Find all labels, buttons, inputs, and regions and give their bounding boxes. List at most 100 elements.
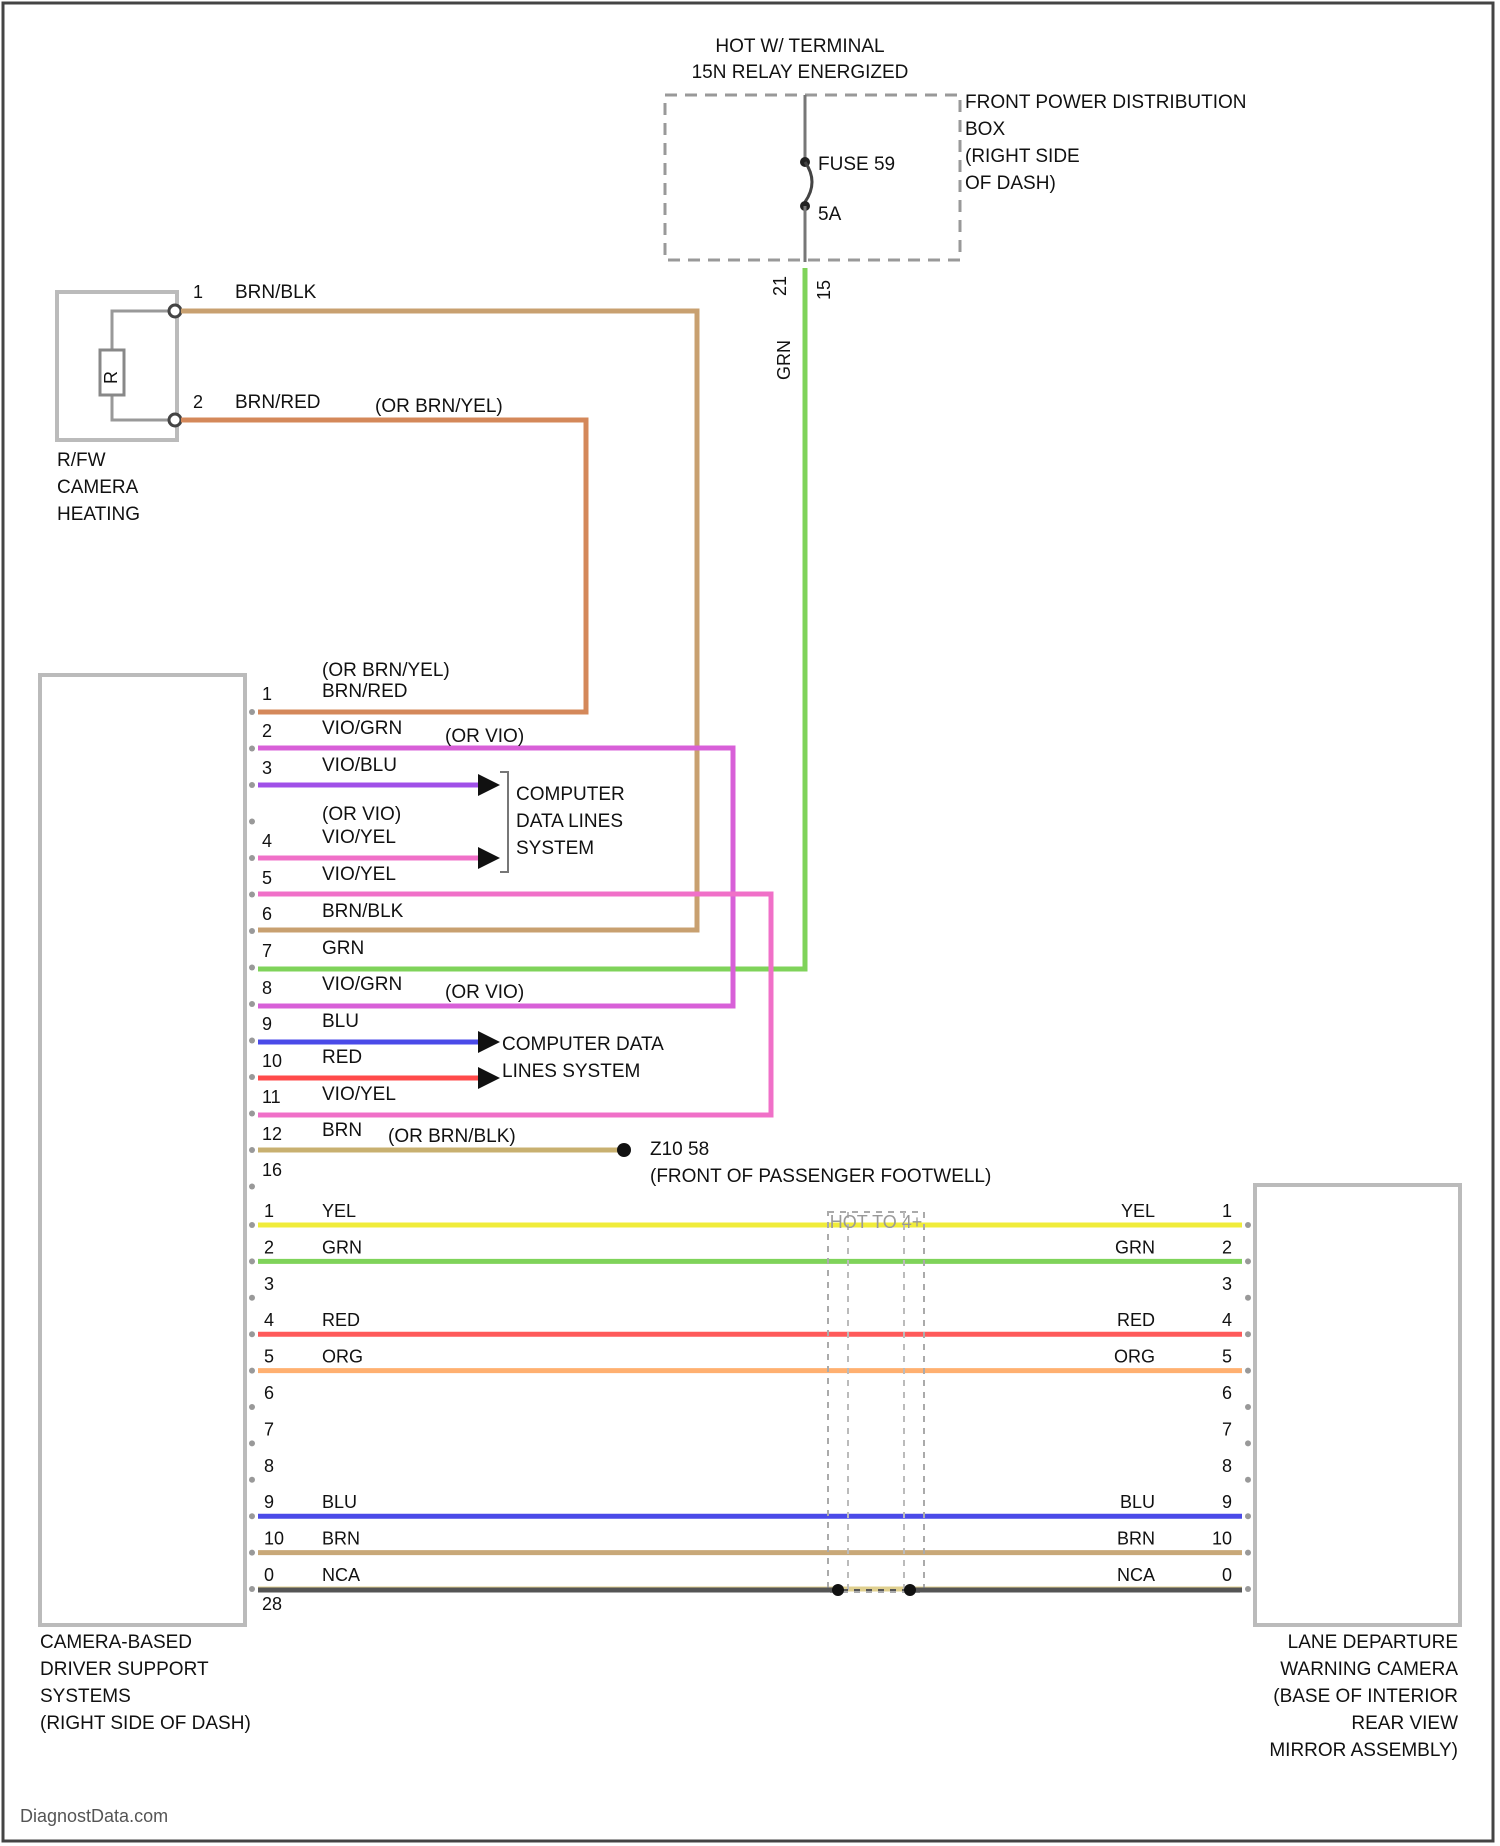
ground-point-icon — [617, 1143, 631, 1157]
lower-left-pin-num: 7 — [264, 1419, 274, 1439]
pin-num: 5 — [262, 868, 272, 888]
pin-terminal-icon — [249, 1586, 255, 1592]
pin-terminal-icon — [1245, 1368, 1251, 1374]
right-module-label-4: REAR VIEW — [1351, 1713, 1458, 1734]
pin-terminal-icon — [1245, 1331, 1251, 1337]
heater-pin-1-terminal — [169, 305, 181, 317]
heater-pin-1-color: BRN/BLK — [235, 282, 317, 303]
pin-terminal-icon — [249, 1222, 255, 1228]
pin-terminal-icon — [1245, 1295, 1251, 1301]
pin-num: 7 — [262, 941, 272, 961]
lower-right-pin-num: 8 — [1222, 1456, 1232, 1476]
bracket-icon — [500, 772, 508, 872]
shield-group: 28 — [258, 1584, 1242, 1614]
pin-terminal-icon — [249, 1147, 255, 1153]
pin-terminal-icon — [249, 782, 255, 788]
pin-terminal-icon — [249, 965, 255, 971]
lower-wire-label-right: YEL — [1121, 1201, 1155, 1221]
pdb-label-1: FRONT POWER DISTRIBUTION — [965, 92, 1246, 113]
lower-left-pin-num: 8 — [264, 1456, 274, 1476]
pin-terminal-icon — [249, 1184, 255, 1190]
pin-num: 11 — [262, 1087, 281, 1107]
heater-label-3: HEATING — [57, 504, 140, 525]
lower-right-pin-num: 2 — [1222, 1237, 1232, 1257]
lower-left-pin-num: 10 — [264, 1529, 284, 1549]
pdb-label-4: OF DASH) — [965, 173, 1056, 194]
pin-terminal-icon — [1245, 1258, 1251, 1264]
watermark: DiagnostData.com — [20, 1806, 168, 1826]
lower-right-pin-num: 3 — [1222, 1274, 1232, 1294]
pin-terminal-icon — [249, 746, 255, 752]
upper-pin-labels: 1 (OR BRN/YEL) BRN/RED 2 VIO/GRN (OR VIO… — [262, 660, 524, 1180]
lower-left-pin-num: 2 — [264, 1237, 274, 1257]
pdb-label-2: BOX — [965, 119, 1005, 140]
pin-wire-label: VIO/GRN — [322, 718, 402, 739]
pin-num: 12 — [262, 1124, 282, 1144]
pin-terminal-icon — [249, 1295, 255, 1301]
pin-terminal-icon — [249, 892, 255, 898]
pin-wire-alt: (OR VIO) — [445, 982, 524, 1003]
lower-wire-label-right: NCA — [1117, 1565, 1155, 1585]
heater-pin-2-color: BRN/RED — [235, 392, 321, 413]
right-module-label-1: LANE DEPARTURE — [1288, 1632, 1458, 1653]
lower-wire-label-right: ORG — [1114, 1347, 1155, 1367]
arrow-icon — [478, 1031, 500, 1053]
lower-right-pin-num: 0 — [1222, 1565, 1232, 1585]
lower-wire-label-right: BLU — [1120, 1492, 1155, 1512]
pin-terminal-icon — [249, 928, 255, 934]
pin-wire-label-2: BRN/RED — [322, 681, 408, 702]
heater-pin-2-terminal — [169, 414, 181, 426]
pin-terminal-icon — [249, 1111, 255, 1117]
lower-right-pin-num: 10 — [1212, 1529, 1232, 1549]
left-module-label-4: (RIGHT SIDE OF DASH) — [40, 1713, 251, 1734]
lower-left-pin-num: 6 — [264, 1383, 274, 1403]
heater-pin-2-alt: (OR BRN/YEL) — [375, 396, 503, 417]
left-module-label-3: SYSTEMS — [40, 1686, 131, 1707]
pin-terminal-icon — [249, 1404, 255, 1410]
pin-wire-label: (OR VIO) — [322, 804, 401, 825]
pin-wire-label: BRN — [322, 1120, 362, 1141]
ground-group: Z10 58 (FRONT OF PASSENGER FOOTWELL) — [617, 1139, 991, 1187]
pin-terminal-icon — [249, 1001, 255, 1007]
shield-splice-icon — [904, 1584, 916, 1596]
heater-pin-1-num: 1 — [193, 282, 203, 302]
pin-terminal-icon — [1245, 1477, 1251, 1483]
lower-left-pin-num: 3 — [264, 1274, 274, 1294]
lower-right-pin-num: 1 — [1222, 1201, 1232, 1221]
pin-wire-label: VIO/BLU — [322, 755, 397, 776]
inline-connector: HOT TO 4+ — [828, 1212, 924, 1592]
heater-pin-2-num: 2 — [193, 392, 203, 412]
lower-left-pin-num: 9 — [264, 1492, 274, 1512]
fuse-label: FUSE 59 — [818, 154, 895, 175]
heater-label-1: R/FW — [57, 450, 106, 471]
lower-right-pin-num: 9 — [1222, 1492, 1232, 1512]
arrow-icon — [478, 774, 500, 796]
lower-wire-label-left: GRN — [322, 1237, 362, 1257]
lower-right-pin-num: 6 — [1222, 1383, 1232, 1403]
right-module-label-3: (BASE OF INTERIOR — [1273, 1686, 1458, 1707]
top-power-group: HOT W/ TERMINAL 15N RELAY ENERGIZED FUSE… — [665, 36, 1246, 380]
lower-wire-label-left: BRN — [322, 1529, 360, 1549]
pin-terminal-icon — [249, 709, 255, 715]
lower-left-pin-num: 1 — [264, 1201, 274, 1221]
pin-wire-alt: (OR BRN/BLK) — [388, 1126, 516, 1147]
right-module-label-2: WARNING CAMERA — [1280, 1659, 1458, 1680]
pin-terminal-icon — [249, 819, 255, 825]
right-module-label-5: MIRROR ASSEMBLY) — [1269, 1740, 1458, 1761]
pin-wire-label-2: VIO/YEL — [322, 827, 396, 848]
lower-wire-label-left: BLU — [322, 1492, 357, 1512]
pdb-pin-a: 21 — [770, 276, 790, 296]
pin-num: 2 — [262, 721, 272, 741]
arrow-icon — [478, 1067, 500, 1089]
lower-wire-label-left: NCA — [322, 1565, 360, 1585]
pin-wire-label: GRN — [322, 938, 364, 959]
connector-label: HOT TO 4+ — [830, 1212, 923, 1232]
pin-wire-label: VIO/YEL — [322, 864, 396, 885]
cdl-upper-2: DATA LINES — [516, 811, 623, 832]
pin-terminal-icon — [249, 1038, 255, 1044]
pdb-wire-color-label: GRN — [774, 340, 794, 380]
pin-num: 1 — [262, 684, 272, 704]
shield-splice-icon — [832, 1584, 844, 1596]
lower-wire-label-left: ORG — [322, 1347, 363, 1367]
